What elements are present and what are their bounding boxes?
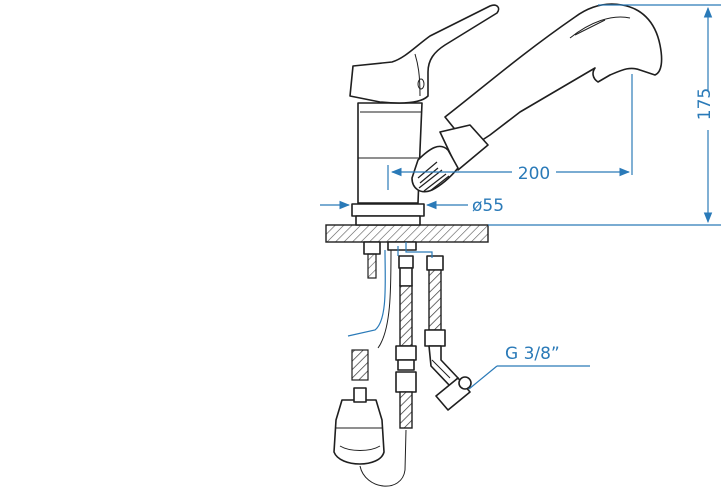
- spray-hose-assembly: [333, 249, 407, 487]
- mounting-stud: [363, 241, 417, 279]
- pull-out-spout: [411, 3, 663, 193]
- height-label: 175: [695, 88, 715, 120]
- connection-guides: [347, 242, 433, 337]
- supply-hose-right: [424, 255, 472, 411]
- faucet-body: [351, 102, 425, 226]
- lever-handle: [349, 4, 500, 104]
- dimension-base-diameter: ø55: [320, 196, 504, 216]
- base-diameter-label: ø55: [472, 196, 504, 216]
- dimension-reach: 200: [387, 74, 633, 190]
- supply-hose-left: [395, 255, 417, 429]
- dimension-thread: G 3/8”: [468, 344, 590, 390]
- dimension-height: 175: [488, 4, 721, 226]
- countertop-section: [325, 224, 489, 243]
- thread-label: G 3/8”: [505, 344, 560, 364]
- reach-label: 200: [518, 164, 550, 184]
